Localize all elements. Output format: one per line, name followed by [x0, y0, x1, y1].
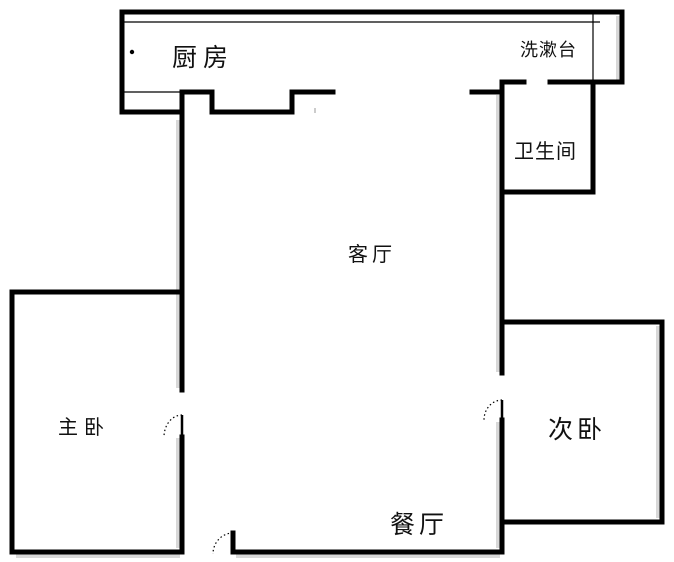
kitchen-bottom-wall-left: [119, 89, 336, 115]
second-bedroom-label: 次卧: [548, 415, 607, 444]
wall-shadows: [16, 16, 660, 558]
dining-room-label: 餐厅: [390, 510, 449, 539]
bottom-wall: [230, 417, 505, 555]
thin-lines: [122, 12, 600, 93]
kitchen-label: 厨房: [172, 43, 235, 72]
master-bedroom-door[interactable]: [163, 414, 184, 438]
kitchen-marker-dot: [129, 49, 135, 55]
master-bedroom-label: 主卧: [58, 415, 110, 439]
doors: [163, 399, 504, 555]
bathroom-label: 卫生间: [514, 139, 577, 163]
washbasin-label: 洗漱台: [520, 40, 577, 61]
walls: [9, 9, 665, 555]
kitchen-top-wall: [119, 9, 625, 115]
living-room-label: 客厅: [348, 242, 396, 266]
master-bedroom-wall: [9, 289, 185, 555]
second-bedroom-wall: [499, 319, 665, 525]
second-bedroom-door[interactable]: [483, 399, 504, 421]
entry-door[interactable]: [212, 532, 235, 555]
